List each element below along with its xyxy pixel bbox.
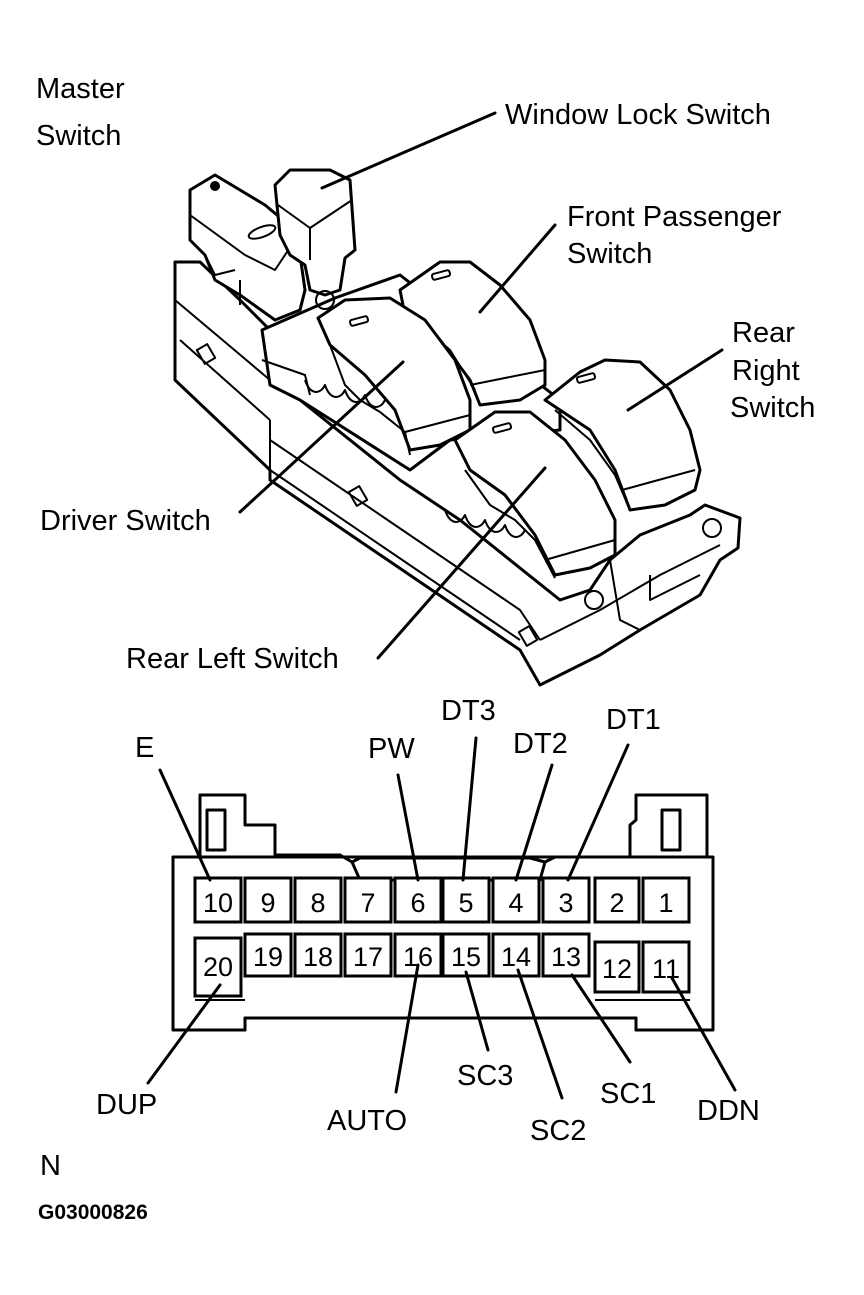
dup-leader <box>146 983 222 1085</box>
dt3-leader <box>461 736 478 882</box>
rear-left-switch-label: Rear Left Switch <box>126 643 339 675</box>
front-passenger-leader <box>478 223 557 314</box>
connector-pin-17: 17 <box>353 942 383 972</box>
rear-left-leader <box>376 466 547 660</box>
connector-pin-11: 11 <box>652 954 680 984</box>
connector-pin-cell <box>343 932 393 978</box>
front-passenger-switch-label: Switch <box>567 238 652 270</box>
terminal-leader-lines <box>146 736 737 1100</box>
connector-pin-19: 19 <box>253 942 283 972</box>
terminal-label-dt2: DT2 <box>513 728 568 760</box>
auto-leader <box>394 963 420 1094</box>
connector-pin-1: 1 <box>658 888 673 918</box>
driver-leader <box>238 360 405 514</box>
connector-housing <box>171 793 715 1032</box>
pw-leader <box>396 773 420 882</box>
connector-pin-14: 14 <box>501 942 531 972</box>
connector-pin-13: 13 <box>551 942 581 972</box>
connector-pin-cell <box>641 876 691 924</box>
connector-pin-3: 3 <box>558 888 573 918</box>
connector-pin-cell <box>393 932 443 978</box>
terminal-label-sc2: SC2 <box>530 1115 586 1147</box>
connector-pin-cell <box>243 932 293 978</box>
master-switch-label: Master <box>36 73 125 105</box>
rear-right-switch-label: Right <box>732 355 800 387</box>
rear-right-switch-label: Rear <box>732 317 795 349</box>
terminal-label-sc1: SC1 <box>600 1078 656 1110</box>
driver-switch-label: Driver Switch <box>40 505 211 537</box>
terminal-label-dt3: DT3 <box>441 695 496 727</box>
front-passenger-switch-label: Front Passenger <box>567 201 782 233</box>
terminal-label-pw: PW <box>368 733 415 765</box>
window-lock-leader <box>320 111 497 190</box>
connector-pin-9: 9 <box>260 888 275 918</box>
connector-pin-4: 4 <box>508 888 523 918</box>
terminal-label-ddn: DDN <box>697 1095 760 1127</box>
sc3-leader <box>464 970 490 1052</box>
connector-pins-top: 10 9 8 7 6 5 4 3 2 1 <box>193 876 691 924</box>
terminal-label-sc3: SC3 <box>457 1060 513 1092</box>
connector-pin-cell <box>593 876 641 924</box>
connector-pin-2: 2 <box>609 888 624 918</box>
terminal-label-auto: AUTO <box>327 1105 407 1137</box>
connector-pin-cell <box>541 932 591 978</box>
connector-pin-18: 18 <box>303 942 333 972</box>
connector-pin-cell <box>243 876 293 924</box>
connector-pin-15: 15 <box>451 942 481 972</box>
terminal-label-dup: DUP <box>96 1089 157 1121</box>
connector-pin-cell <box>541 876 591 924</box>
connector-pin-10: 10 <box>203 888 233 918</box>
dt1-leader <box>566 743 630 882</box>
connector-pin-cell <box>293 932 343 978</box>
figure-code: G03000826 <box>38 1201 148 1224</box>
ddn-leader <box>670 976 737 1092</box>
master-switch-label: Switch <box>36 120 121 152</box>
rear-right-leader <box>626 348 724 412</box>
connector-pin-cell <box>593 940 641 994</box>
terminal-label-dt1: DT1 <box>606 704 661 736</box>
sc2-leader <box>516 968 564 1100</box>
master-switch-illustration <box>173 168 742 687</box>
window-lock-switch-label: Window Lock Switch <box>505 99 771 131</box>
connector-pin-5: 5 <box>458 888 473 918</box>
connector-pin-20: 20 <box>203 952 233 982</box>
connector-pin-cell <box>393 876 443 924</box>
connector-pin-cell <box>343 876 393 924</box>
connector-pin-cell <box>641 940 691 994</box>
terminal-label-e: E <box>135 732 154 764</box>
connector-pin-7: 7 <box>360 888 375 918</box>
switch-leader-lines <box>238 111 724 660</box>
connector-pin-6: 6 <box>410 888 425 918</box>
connector-pin-12: 12 <box>602 954 632 984</box>
e-leader <box>158 768 212 882</box>
connector-pin-8: 8 <box>310 888 325 918</box>
connector-pin-cell <box>491 932 541 978</box>
connector-pin-cell <box>193 876 243 924</box>
dt2-leader <box>514 763 554 882</box>
connector-pin-cell <box>441 876 491 924</box>
view-mark: N <box>40 1150 61 1182</box>
rear-right-switch-label: Switch <box>730 392 815 424</box>
connector-pin-cell <box>293 876 343 924</box>
sc1-leader <box>570 973 632 1064</box>
